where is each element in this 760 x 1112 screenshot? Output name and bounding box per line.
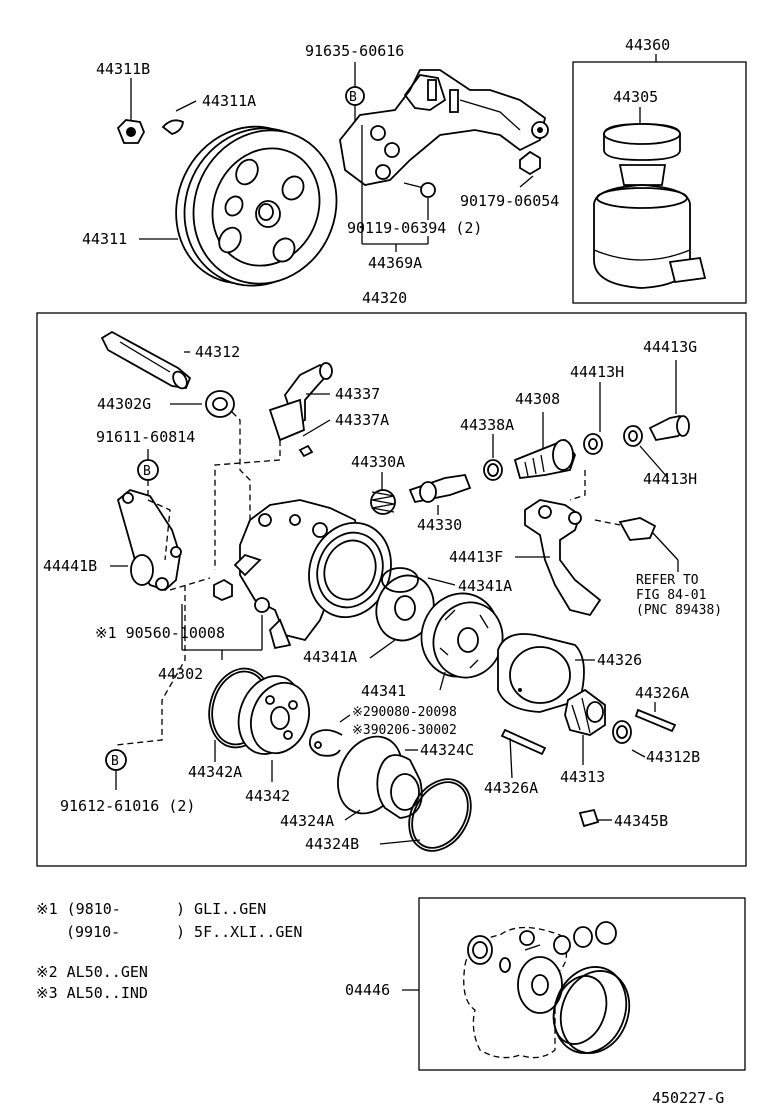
label-91635-60616: 91635-60616 — [305, 42, 404, 60]
label-44302G: 44302G — [97, 395, 151, 413]
label-390206-30002: ※390206-30002 — [352, 723, 457, 738]
label-44324C: 44324C — [420, 741, 474, 759]
label-290080-20098: ※290080-20098 — [352, 705, 457, 720]
label-44341A-1: 44341A — [458, 577, 512, 595]
label-44326: 44326 — [597, 651, 642, 669]
label-44413G: 44413G — [643, 338, 697, 356]
reservoir-44360-drawing — [593, 54, 707, 289]
shaft-44312-drawing — [100, 330, 192, 390]
label-91611-60814: 91611-60814 — [96, 428, 195, 446]
key-44311A-drawing — [161, 100, 197, 135]
ring-44338A-drawing — [483, 434, 503, 481]
note-1-end: ) GLI..GEN — [176, 900, 266, 918]
seal-44302G-drawing — [170, 390, 251, 540]
label-44413H-2: 44413H — [643, 470, 697, 488]
badge-b-2: B — [143, 464, 151, 479]
label-44337A: 44337A — [335, 411, 389, 429]
pin-44326A-drawing — [500, 702, 677, 779]
refer-text-3: (PNC 89438) — [636, 603, 722, 618]
label-44413H-1: 44413H — [570, 363, 624, 381]
note-4: ※3 AL50..IND — [36, 984, 148, 1002]
label-90179-06054: 90179-06054 — [460, 192, 559, 210]
label-44341: 44341 — [361, 682, 406, 700]
cam-ring-44326-drawing — [497, 633, 595, 713]
label-44360: 44360 — [625, 36, 670, 54]
bolt-91612-drawing — [105, 585, 186, 790]
plate-44342-drawing — [237, 675, 310, 782]
label-44341A-2: 44341A — [303, 648, 357, 666]
label-44324B: 44324B — [305, 835, 359, 853]
fitting-44308-drawing — [513, 412, 576, 479]
label-44413F: 44413F — [449, 548, 503, 566]
label-90119-06394: 90119-06394 (2) — [347, 219, 482, 237]
bracket-44441B-drawing — [110, 449, 211, 592]
label-44312B: 44312B — [646, 748, 700, 766]
label-44330A: 44330A — [351, 453, 405, 471]
ring-44324B-drawing — [379, 778, 472, 852]
label-44330: 44330 — [417, 516, 462, 534]
gasket-kit-04446-drawing — [402, 921, 631, 1059]
seal-44324C-drawing — [337, 735, 423, 821]
label-44305: 44305 — [613, 88, 658, 106]
label-44311: 44311 — [82, 230, 127, 248]
snap-ring-290080-drawing — [308, 714, 351, 757]
refer-text-2: FIG 84-01 — [636, 588, 706, 603]
label-44342: 44342 — [245, 787, 290, 805]
label-44312: 44312 — [195, 343, 240, 361]
label-44324A: 44324A — [280, 812, 334, 830]
label-44302: 44302 — [158, 665, 203, 683]
label-44342A: 44342A — [188, 763, 242, 781]
note-2-end: ) 5F..XLI..GEN — [176, 923, 302, 941]
note-3: ※2 AL50..GEN — [36, 963, 148, 981]
plug-44345B-drawing — [578, 808, 612, 828]
ring-44312B-drawing — [612, 720, 646, 758]
label-44320: 44320 — [362, 289, 407, 307]
label-44311B: 44311B — [96, 60, 150, 78]
label-91612-61016: 91612-61016 (2) — [60, 797, 195, 815]
label-44313: 44313 — [560, 768, 605, 786]
union-44337-drawing — [214, 362, 333, 570]
label-44311A: 44311A — [202, 92, 256, 110]
bracket-44369A-drawing — [339, 62, 549, 252]
rotor-44313-drawing — [564, 688, 606, 765]
label-44441B: 44441B — [43, 557, 97, 575]
label-44337: 44337 — [335, 385, 380, 403]
label-44308: 44308 — [515, 390, 560, 408]
valve-44330-drawing — [408, 474, 472, 515]
gasket-kit-frame — [418, 897, 746, 1071]
label-44326A-2: 44326A — [484, 779, 538, 797]
note-1-start: ※1 (9810- — [36, 900, 121, 918]
union-44413F-drawing — [515, 470, 679, 617]
note-2-start: (9910- — [66, 923, 120, 941]
label-44338A: 44338A — [460, 416, 514, 434]
badge-b-1: B — [349, 90, 357, 105]
bolt-44413G-drawing — [648, 360, 690, 442]
spring-44330A-drawing — [370, 472, 396, 515]
label-04446: 04446 — [345, 981, 390, 999]
figure-id: 450227-G — [652, 1089, 724, 1107]
label-44326A-1: 44326A — [635, 684, 689, 702]
nut-44311B-drawing — [116, 78, 145, 144]
bolt-90560-drawing — [181, 578, 263, 660]
refer-text-1: REFER TO — [636, 573, 699, 588]
pump-housing-drawing — [233, 499, 392, 650]
pump-assembly-frame — [36, 312, 747, 867]
reservoir-frame — [572, 61, 747, 304]
label-44345B: 44345B — [614, 812, 668, 830]
plate-44341-drawing — [420, 592, 504, 691]
pulley-44311-drawing — [139, 125, 338, 287]
label-90560-10008: ※1 90560-10008 — [95, 624, 225, 642]
badge-b-3: B — [111, 754, 119, 769]
washer-44413H-drawing — [583, 382, 669, 479]
label-44369A: 44369A — [368, 254, 422, 272]
